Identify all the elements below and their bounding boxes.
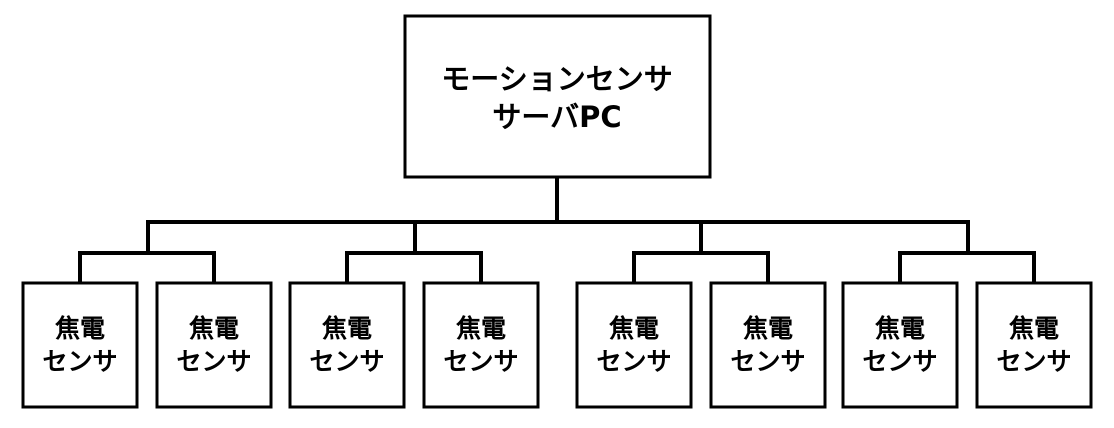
root-node: モーションセンサ サーバPC (403, 14, 712, 179)
leaf-node-box (709, 281, 827, 409)
leaf-label-line-2: センサ (596, 347, 671, 376)
leaf-node-5: 焦電 センサ (575, 281, 693, 409)
leaf-node-box (21, 281, 139, 409)
leaf-label-line-1: 焦電 (322, 314, 372, 343)
leaf-node-6: 焦電 センサ (709, 281, 827, 409)
leaf-node-4: 焦電 センサ (422, 281, 540, 409)
connectors (78, 176, 1036, 284)
leaf-node-8: 焦電 センサ (975, 281, 1093, 409)
leaf-node-box (422, 281, 540, 409)
leaf-node-3: 焦電 センサ (288, 281, 406, 409)
leaf-label-line-2: センサ (309, 347, 384, 376)
leaf-label-line-2: センサ (42, 347, 117, 376)
root-node-box (403, 14, 712, 179)
leaf-node-box (155, 281, 273, 409)
leaf-label-line-2: センサ (730, 347, 805, 376)
leaf-node-box (841, 281, 959, 409)
leaf-node-box (575, 281, 693, 409)
leaf-label-line-2: センサ (443, 347, 518, 376)
root-label-line-1: モーションセンサ (441, 62, 672, 96)
leaf-label-line-1: 焦電 (456, 314, 506, 343)
leaf-label-line-2: センサ (996, 347, 1071, 376)
root-label-line-2: サーバPC (492, 100, 621, 134)
leaf-label-line-1: 焦電 (875, 314, 925, 343)
leaf-label-line-1: 焦電 (55, 314, 105, 343)
leaf-node-box (288, 281, 406, 409)
leaf-label-line-2: センサ (862, 347, 937, 376)
leaf-node-2: 焦電 センサ (155, 281, 273, 409)
leaf-node-1: 焦電 センサ (21, 281, 139, 409)
leaf-label-line-1: 焦電 (743, 314, 793, 343)
leaf-node-box (975, 281, 1093, 409)
leaf-node-7: 焦電 センサ (841, 281, 959, 409)
leaf-label-line-1: 焦電 (189, 314, 239, 343)
leaf-label-line-1: 焦電 (609, 314, 659, 343)
leaf-label-line-1: 焦電 (1009, 314, 1059, 343)
leaf-label-line-2: センサ (176, 347, 251, 376)
